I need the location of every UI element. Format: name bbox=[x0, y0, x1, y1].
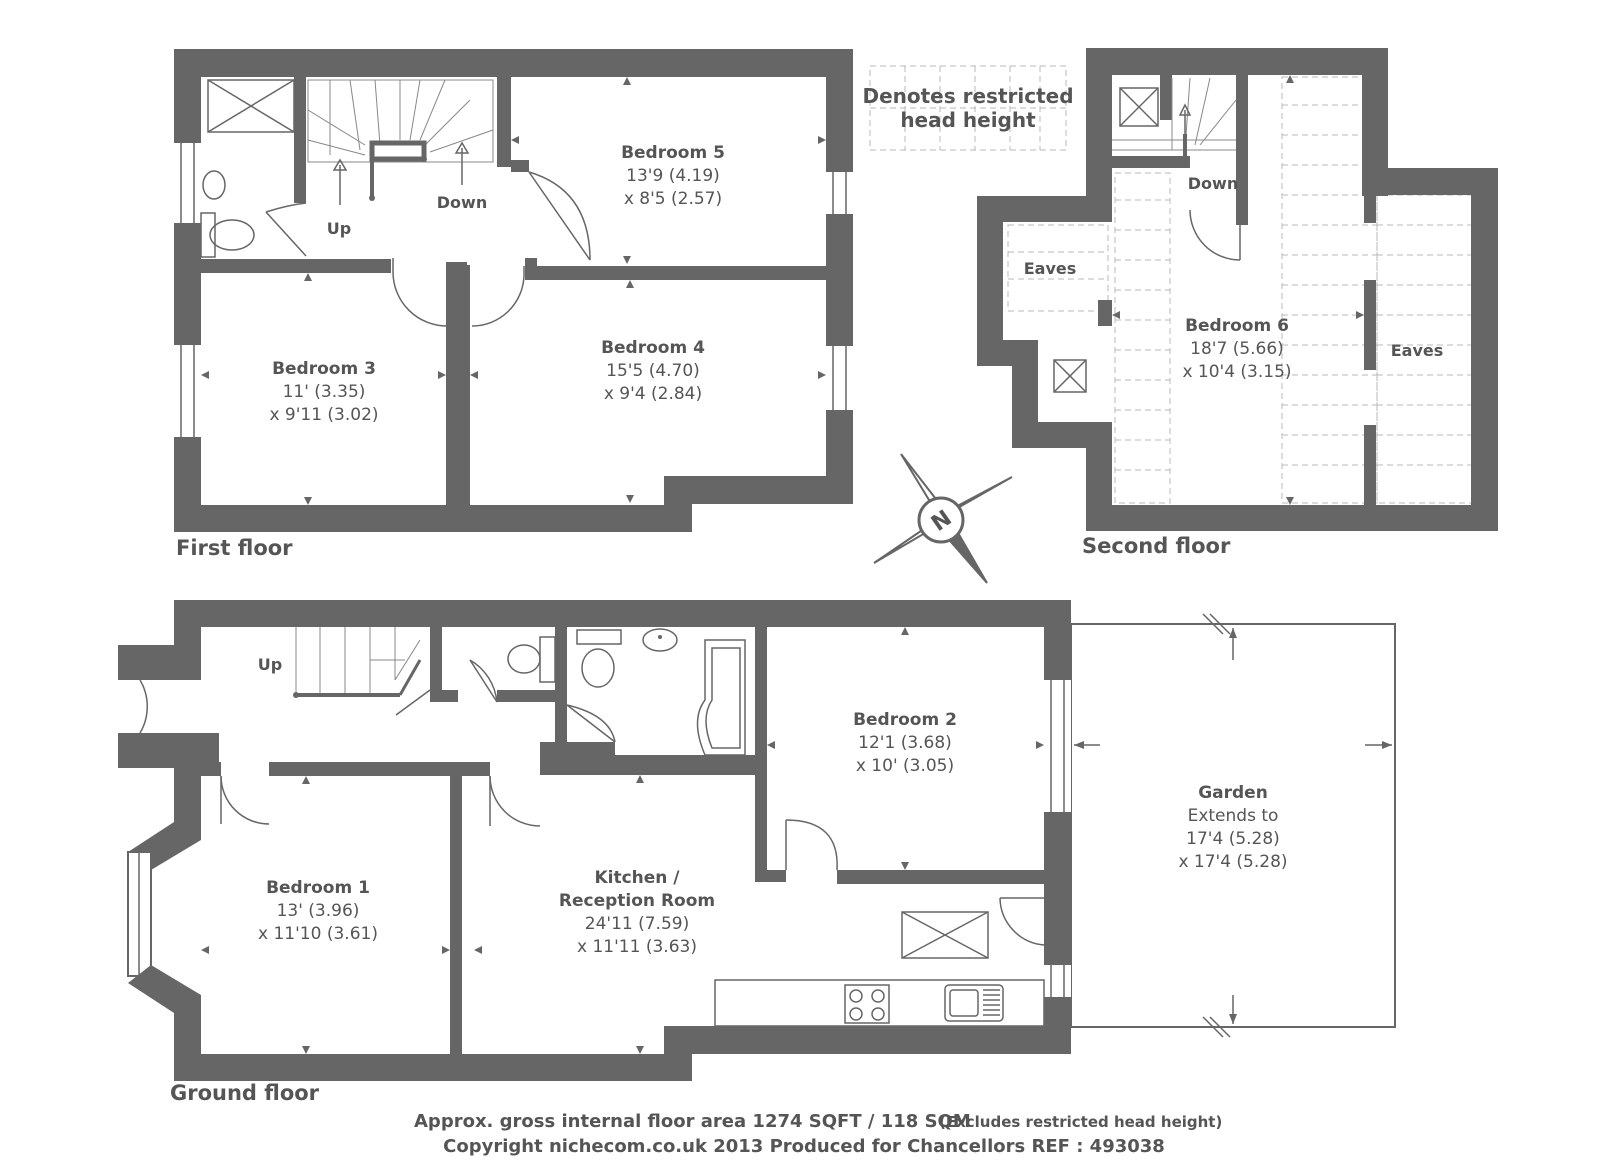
bedroom5-dim2: x 8'5 (2.57) bbox=[624, 189, 722, 209]
eaves-right-label: Eaves bbox=[1391, 341, 1444, 360]
legend-line-2: head height bbox=[900, 108, 1036, 132]
legend-line-1: Denotes restricted bbox=[862, 84, 1073, 108]
garden-line2: Extends to bbox=[1188, 806, 1279, 826]
bedroom6-dim2: x 10'4 (3.15) bbox=[1182, 362, 1291, 382]
first-floor-plan: Up Down Bedroom 5 13'9 (4.19) x 8'5 (2.5… bbox=[174, 49, 853, 560]
bedroom1-name: Bedroom 1 bbox=[266, 878, 370, 898]
bedroom3-name: Bedroom 3 bbox=[272, 359, 376, 379]
down-label-first: Down bbox=[437, 193, 487, 212]
kitchen-name-2: Reception Room bbox=[559, 891, 715, 911]
compass-rose: N bbox=[873, 453, 1013, 584]
copyright-text: Copyright nichecom.co.uk 2013 Produced f… bbox=[443, 1136, 1165, 1157]
eaves-left-label: Eaves bbox=[1024, 259, 1077, 278]
bedroom4-name: Bedroom 4 bbox=[601, 338, 705, 358]
bedroom1-dim1: 13' (3.96) bbox=[277, 901, 360, 921]
bedroom3-dim2: x 9'11 (3.02) bbox=[269, 405, 378, 425]
ground-floor-label: Ground floor bbox=[170, 1081, 320, 1105]
bedroom4-dim1: 15'5 (4.70) bbox=[606, 361, 700, 381]
garden-name: Garden bbox=[1198, 783, 1268, 803]
up-label-ground: Up bbox=[258, 655, 282, 674]
restricted-height-legend: Denotes restricted head height bbox=[862, 65, 1074, 151]
bedroom2-name: Bedroom 2 bbox=[853, 710, 957, 730]
bedroom4-dim2: x 9'4 (2.84) bbox=[604, 384, 702, 404]
first-floor-label: First floor bbox=[176, 536, 293, 560]
second-floor-plan: Down Eaves Eaves Bedroom 6 18'7 (5.66) x… bbox=[977, 48, 1498, 558]
bedroom6-dim1: 18'7 (5.66) bbox=[1190, 339, 1284, 359]
kitchen-name-1: Kitchen / bbox=[594, 868, 680, 888]
up-label-first: Up bbox=[327, 219, 351, 238]
floor-area-text: Approx. gross internal floor area 1274 S… bbox=[414, 1111, 971, 1132]
kitchen-dim1: 24'11 (7.59) bbox=[585, 914, 689, 934]
bedroom1-dim2: x 11'10 (3.61) bbox=[258, 924, 378, 944]
bedroom3-dim1: 11' (3.35) bbox=[283, 382, 366, 402]
ground-floor-plan: Up bbox=[118, 600, 1396, 1105]
bedroom2-dim2: x 10' (3.05) bbox=[856, 756, 954, 776]
down-label-second: Down bbox=[1188, 174, 1238, 193]
garden-dim1: 17'4 (5.28) bbox=[1186, 829, 1280, 849]
floor-area-note: (Excludes restricted head height) bbox=[939, 1113, 1222, 1131]
footer: Approx. gross internal floor area 1274 S… bbox=[414, 1111, 1222, 1157]
kitchen-dim2: x 11'11 (3.63) bbox=[577, 937, 697, 957]
restricted-areas bbox=[1007, 76, 1473, 504]
bedroom5-dim1: 13'9 (4.19) bbox=[626, 166, 720, 186]
bedroom6-name: Bedroom 6 bbox=[1185, 316, 1289, 336]
second-floor-label: Second floor bbox=[1082, 534, 1231, 558]
bedroom2-dim1: 12'1 (3.68) bbox=[858, 733, 952, 753]
bedroom5-name: Bedroom 5 bbox=[621, 143, 725, 163]
garden-dim2: x 17'4 (5.28) bbox=[1178, 852, 1287, 872]
